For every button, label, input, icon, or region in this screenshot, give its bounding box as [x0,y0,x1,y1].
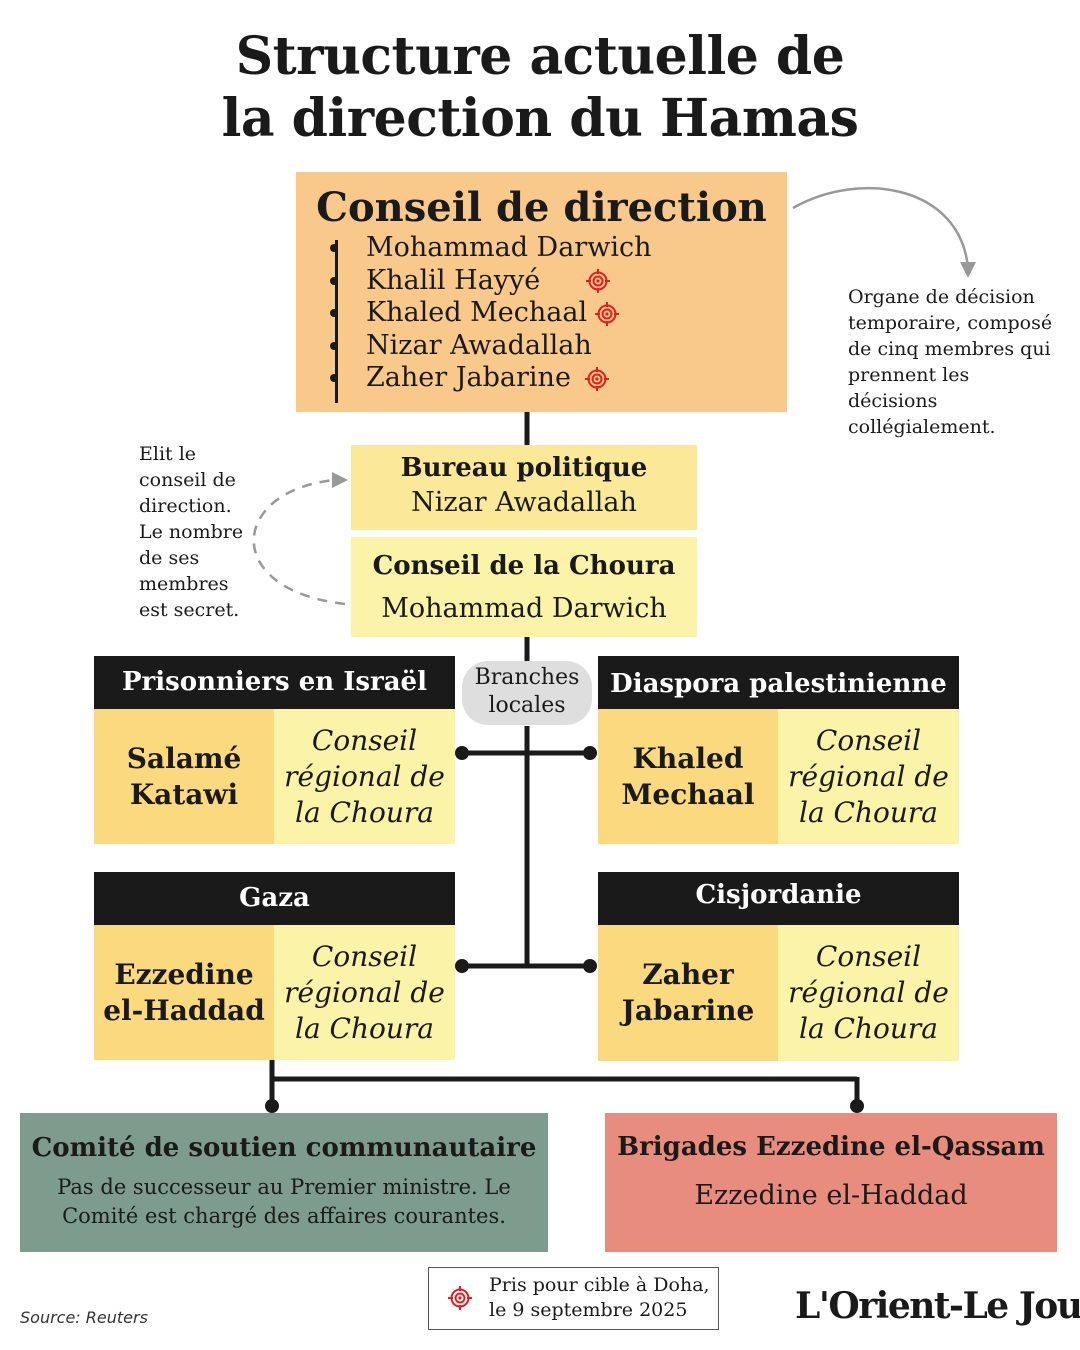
target-icon [586,269,611,293]
shura-council-head: Mohammad Darwich [381,593,667,624]
target-icon [448,1286,472,1310]
political-bureau-box: Bureau politique Nizar Awadallah [351,445,697,530]
council-member: Khalil Hayyé [330,264,651,298]
bullet-dot [330,341,338,350]
publisher-logo: L'Orient-Le Jour [795,1285,1080,1327]
legend-box: Pris pour cible à Doha, le 9 septembre 2… [428,1267,719,1330]
community-committee-text: Pas de successeur au Premier ministre. L… [57,1175,511,1228]
community-committee-title: Comité de soutien communautaire [31,1133,537,1163]
council-member: Khaled Mechaal [330,297,651,330]
council-member-name: Zaher Jabarine [366,362,571,393]
qassam-brigades-title: Brigades Ezzedine el-Qassam [617,1132,1045,1162]
council-member-name: Nizar Awadallah [366,329,592,361]
council-member-name: Khalil Hayyé [366,264,541,296]
council-member-name: Mohammad Darwich [366,232,652,263]
leadership-council-note: Organe de décision temporaire, composé d… [848,286,1053,438]
bullet-dot [330,276,338,285]
shura-council-title: Conseil de la Choura [372,551,676,581]
community-committee-box: Comité de soutien communautaire Pas de s… [20,1113,548,1252]
region-prisoners-title: Prisonniers en Israël [94,656,455,709]
page-title: Structure actuelle de la direction du Ha… [221,26,859,149]
political-bureau-note: Elit le conseil de direction. Le nombre … [139,443,244,621]
political-bureau-title: Bureau politique [400,453,648,483]
region-gaza-title: Gaza [94,872,455,925]
council-member: Zaher Jabarine [330,362,651,395]
leadership-council-title: Conseil de direction [316,184,767,231]
bullet-dot [330,309,338,317]
bullet-dot [330,244,338,252]
council-member: Nizar Awadallah [330,329,651,363]
member-list-line [335,240,338,403]
local-branches-label: Branches locales [462,661,592,725]
source-note: Source: Reuters [20,1308,148,1327]
region-west-bank-title: Cisjordanie [598,872,959,925]
region-diaspora-title: Diaspora palestinienne [598,656,959,709]
qassam-brigades-box: Brigades Ezzedine el-Qassam Ezzedine el-… [605,1113,1057,1252]
council-member: Mohammad Darwich [330,232,652,265]
qassam-brigades-head: Ezzedine el-Haddad [694,1180,968,1211]
bullet-dot [330,374,338,382]
council-member-name: Khaled Mechaal [366,297,588,328]
shura-council-box: Conseil de la Choura Mohammad Darwich [351,537,697,637]
political-bureau-head: Nizar Awadallah [411,487,637,518]
target-icon [584,366,609,391]
legend-text: Pris pour cible à Doha, le 9 septembre 2… [489,1274,710,1321]
target-icon [595,301,620,326]
